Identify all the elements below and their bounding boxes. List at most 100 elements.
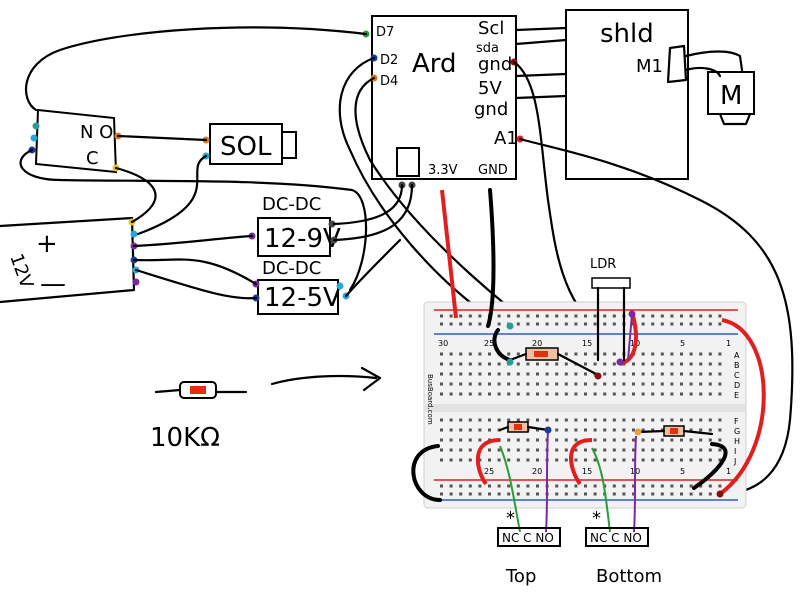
breadboard-hole — [651, 458, 655, 462]
breadboard-hole — [507, 458, 511, 462]
breadboard-hole — [507, 382, 511, 386]
breadboard-hole — [459, 484, 463, 488]
breadboard-hole — [699, 484, 703, 488]
bb-dot-navy — [544, 426, 552, 434]
breadboard-hole — [699, 418, 703, 422]
breadboard-hole — [660, 484, 664, 488]
bb-dot-orange — [634, 428, 642, 436]
breadboard-hole — [478, 492, 482, 496]
breadboard-hole — [584, 418, 587, 422]
wire-purple-top — [545, 429, 549, 533]
breadboard-hole — [516, 314, 520, 318]
relay-block: N O C — [28, 108, 122, 174]
breadboard-hole — [660, 372, 664, 376]
breadboard-hole — [526, 322, 530, 326]
breadboard-hole — [699, 322, 703, 326]
bb-resistor-bl-band — [514, 424, 522, 430]
breadboard-hole — [660, 492, 664, 496]
breadboard-hole — [641, 428, 645, 432]
relay-outline — [34, 108, 118, 174]
wire-a1-rail — [518, 137, 794, 496]
breadboard-hole — [651, 362, 655, 366]
switch-top-mark: * — [506, 508, 515, 529]
breadboard-hole — [603, 418, 607, 422]
breadboard-hole — [574, 352, 578, 356]
bb-dot-darkred-rail — [716, 490, 724, 498]
breadboard-hole — [526, 438, 530, 442]
breadboard-hole — [459, 448, 463, 452]
bb-dot-darkred — [594, 372, 602, 380]
breadboard-hole — [651, 428, 655, 432]
breadboard-hole — [555, 418, 559, 422]
breadboard-hole — [603, 438, 607, 442]
motor-label: M — [720, 81, 742, 111]
breadboard-hole — [593, 362, 597, 366]
breadboard-hole — [564, 322, 568, 326]
breadboard-hole — [641, 492, 645, 496]
wire-supply-conv5a — [132, 258, 258, 286]
breadboard-hole — [584, 492, 587, 496]
pin-3v3-label: 3.3V — [428, 163, 458, 178]
breadboard-hole — [440, 484, 443, 488]
switch-top-outline — [497, 527, 561, 547]
motor-wire-2 — [684, 66, 722, 78]
breadboard-hole — [651, 314, 655, 318]
breadboard-channel — [424, 404, 746, 412]
breadboard-hole — [670, 372, 674, 376]
breadboard-hole — [459, 418, 463, 422]
breadboard-hole — [670, 484, 674, 488]
breadboard-hole — [612, 372, 616, 376]
bb-resistor-top-leads — [508, 352, 598, 376]
breadboard-hole — [449, 322, 453, 326]
motor-port-connector — [666, 44, 688, 84]
shield-outline — [565, 9, 689, 180]
breadboard-hole — [612, 362, 616, 366]
breadboard-hole — [622, 372, 626, 376]
breadboard-hole — [478, 362, 482, 366]
breadboard-hole — [708, 458, 712, 462]
breadboard-hole — [632, 492, 635, 496]
ldr-label: LDR — [590, 257, 616, 272]
breadboard-hole — [699, 372, 703, 376]
breadboard-hole — [564, 438, 568, 442]
breadboard-hole — [440, 382, 443, 386]
relay-dot-2 — [30, 134, 38, 142]
pin-d4-label: D4 — [380, 74, 398, 89]
breadboard-hole — [449, 314, 453, 318]
relay-no-label: N O — [80, 122, 113, 143]
converter-9v-label: 12-9V — [264, 224, 341, 254]
breadboard-hole — [680, 484, 683, 488]
breadboard-hole — [651, 352, 655, 356]
breadboard-hole — [507, 314, 511, 318]
breadboard-hole — [459, 428, 463, 432]
breadboard-hole — [440, 372, 443, 376]
wire-scl — [514, 26, 568, 32]
breadboard-hole — [507, 392, 511, 396]
breadboard-hole — [440, 362, 443, 366]
breadboard-hole — [564, 484, 568, 488]
breadboard-hole — [699, 438, 703, 442]
breadboard-hole — [718, 438, 722, 442]
breadboard-hole — [708, 492, 712, 496]
bb-col-1: 1 — [726, 339, 731, 348]
breadboard-hole — [708, 382, 712, 386]
breadboard-hole — [564, 362, 568, 366]
breadboard-hole — [507, 448, 511, 452]
breadboard-hole — [612, 428, 616, 432]
wire-bottom-black-right — [692, 442, 728, 490]
breadboard-hole — [689, 322, 693, 326]
breadboard-hole — [564, 314, 568, 318]
ldr-leads — [596, 286, 626, 362]
breadboard-hole — [536, 314, 539, 318]
breadboard-hole — [718, 372, 722, 376]
breadboard-hole — [632, 418, 635, 422]
breadboard-hole — [488, 382, 491, 386]
breadboard-hole — [612, 484, 616, 488]
wire-ldr-red — [619, 311, 638, 366]
breadboard-hole — [718, 322, 722, 326]
wire-bottom-black-left — [411, 444, 442, 502]
wire-green-bottom — [591, 447, 611, 533]
breadboard-hole — [516, 352, 520, 356]
converter-9v-outline — [257, 217, 331, 257]
pin-gnd-label: gnd — [478, 54, 512, 75]
